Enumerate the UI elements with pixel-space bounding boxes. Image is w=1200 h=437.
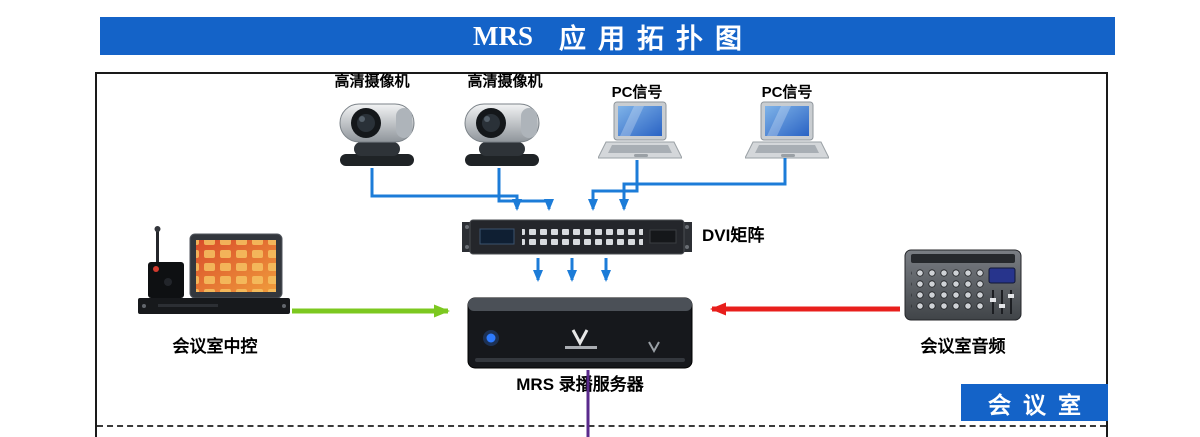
diagram-border [95, 72, 1108, 437]
camera2-label: 高清摄像机 [467, 73, 543, 90]
dvi-matrix-icon [462, 219, 692, 255]
matrix-label: DVI矩阵 [702, 226, 765, 245]
banner-title-en: MRS [473, 20, 533, 51]
hd-camera1-icon [330, 92, 425, 172]
title-banner: MRS 应用拓扑图 [100, 17, 1115, 55]
mixer-knobs [911, 266, 985, 312]
central-control-icon [138, 226, 290, 314]
room-badge: 会议室 [961, 384, 1108, 421]
camera1-label: 高清摄像机 [334, 73, 410, 90]
pc2-label: PC信号 [761, 84, 813, 101]
antenna-icon [156, 230, 159, 264]
hd-camera2-icon [455, 92, 550, 172]
mrs-server-icon [467, 297, 693, 369]
audio-mixer-icon [904, 249, 1022, 321]
pc-laptop2-icon [745, 100, 829, 162]
audio-label: 会议室音频 [920, 337, 1006, 356]
server-logo-mark [571, 329, 589, 347]
server-label: MRS 录播服务器 [516, 375, 644, 394]
control-label: 会议室中控 [172, 337, 258, 356]
dashed-boundary-line [97, 425, 1106, 427]
pc1-label: PC信号 [611, 84, 663, 101]
banner-title-zh: 应用拓扑图 [559, 23, 754, 54]
pc-laptop1-icon [598, 100, 682, 162]
